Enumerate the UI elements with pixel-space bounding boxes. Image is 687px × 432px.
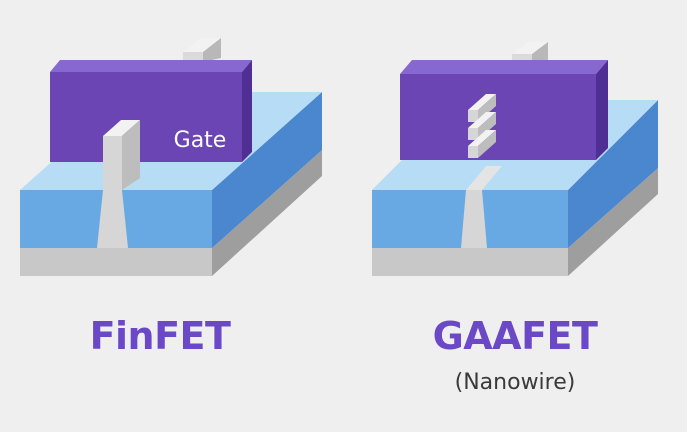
gaafet-channel-top <box>466 166 502 190</box>
gaafet-channel-base <box>461 190 487 248</box>
finfet-title: FinFET <box>89 314 231 358</box>
gaafet-nanowire-1 <box>468 94 496 122</box>
finfet-structure <box>20 38 322 276</box>
finfet-substrate-front <box>20 248 212 276</box>
gaafet-substrate-side <box>568 168 658 276</box>
gaafet-wire-back-top <box>512 42 548 54</box>
finfet-gate-label: Gate <box>173 128 227 153</box>
gaafet-nanowire-3 <box>468 130 496 158</box>
finfet-fin-back-side <box>203 38 221 62</box>
gaafet-gate-top <box>400 60 608 74</box>
finfet-gate-front <box>50 72 242 162</box>
finfet-fin-base <box>97 190 128 248</box>
finfet-fin-back-top <box>183 38 221 52</box>
finfet-fin-back-front <box>183 52 203 62</box>
finfet-gate-side <box>242 60 252 162</box>
finfet-gate-top <box>50 60 252 72</box>
finfet-oxide-side <box>212 92 322 248</box>
finfet-substrate-side <box>212 150 322 276</box>
gaafet-structure <box>372 42 658 276</box>
gaafet-gate-side <box>596 60 608 160</box>
gaafet-nanowire-2 <box>468 112 496 140</box>
gaafet-title: GAAFET <box>432 314 598 358</box>
finfet-fin-top <box>103 120 140 136</box>
finfet-fin-front <box>103 136 122 190</box>
gaafet-subtitle: (Nanowire) <box>454 370 576 395</box>
gaafet-oxide-side <box>568 100 658 248</box>
finfet-fin-side <box>122 120 140 190</box>
gaafet-gate-front <box>400 74 596 160</box>
gaafet-substrate-front <box>372 248 568 276</box>
